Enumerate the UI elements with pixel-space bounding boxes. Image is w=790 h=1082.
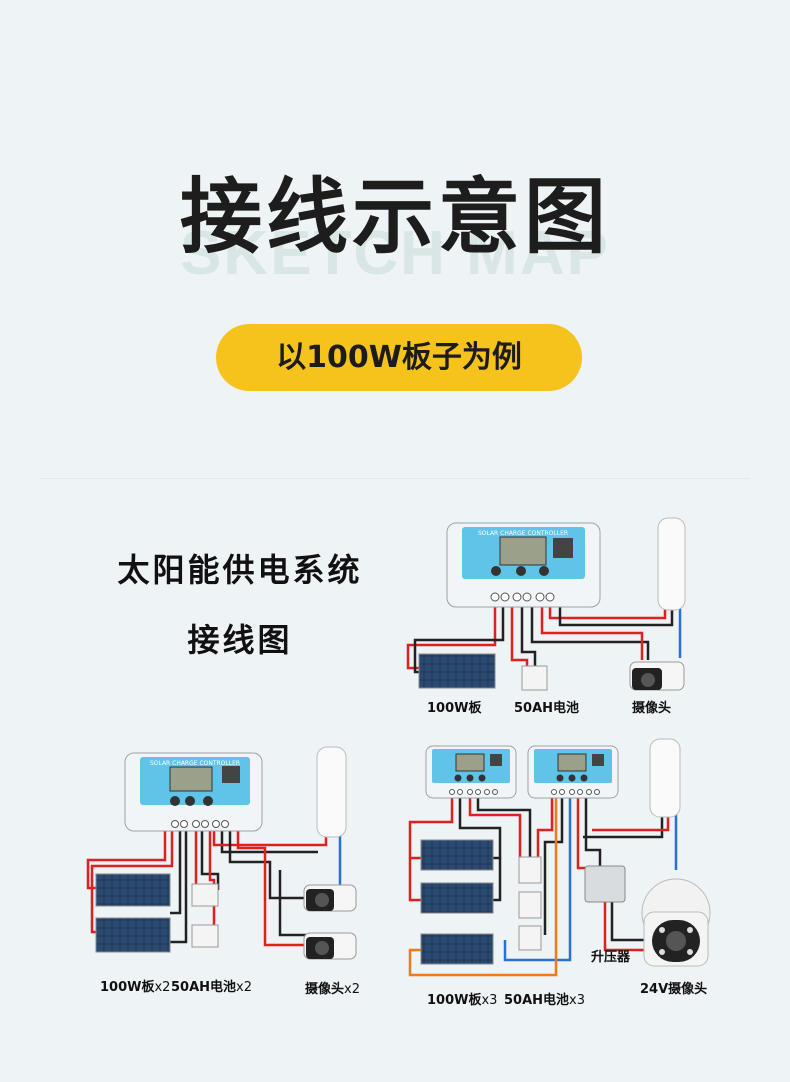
- intro-heading-line2: 接线图: [187, 621, 293, 659]
- camera-2a: [303, 884, 357, 912]
- charge-controller-3a: [425, 745, 517, 799]
- example-pill: 以100W板子为例: [216, 324, 582, 391]
- diagram3-camera-label: 24V摄像头: [640, 982, 708, 997]
- page-title: 接线示意图: [179, 170, 610, 265]
- battery-3a: [518, 856, 542, 884]
- diagram3-battery-label: 50AH电池x3: [504, 993, 586, 1008]
- battery-3c: [518, 925, 542, 951]
- solar-panel-3c: [420, 933, 494, 965]
- diagram2-panel-label: 100W板x2: [100, 980, 171, 995]
- controller-2-top-text: SOLAR CHARGE CONTROLLER: [150, 760, 240, 767]
- battery-2a: [191, 883, 219, 907]
- camera-pole-1: [657, 517, 686, 611]
- battery-3b: [518, 891, 542, 919]
- camera-pole-3: [649, 738, 681, 818]
- solar-panel-3b: [420, 882, 494, 914]
- diagram1-panel-label: 100W板: [427, 701, 482, 716]
- diagram-1: SOLAR CHARGE CONTROLLER: [406, 517, 686, 691]
- intro-heading-line1: 太阳能供电系统: [117, 551, 363, 589]
- diagram1-camera-label: 摄像头: [632, 701, 672, 716]
- camera-2b: [303, 932, 357, 960]
- diagram2-battery-label: 50AH电池x2: [171, 980, 253, 995]
- charge-controller-3b: [527, 745, 619, 799]
- camera-pole-2: [316, 746, 347, 838]
- solar-panel-2b: [95, 917, 171, 953]
- battery-1: [521, 665, 548, 691]
- charge-controller-2: SOLAR CHARGE CONTROLLER: [124, 752, 263, 832]
- diagram-3: [408, 738, 711, 977]
- charge-controller-1: SOLAR CHARGE CONTROLLER: [446, 522, 601, 608]
- diagram1-battery-label: 50AH电池: [514, 701, 580, 716]
- booster: [584, 865, 626, 903]
- diagram3-panel-label: 100W板x3: [427, 993, 498, 1008]
- divider: [40, 478, 750, 479]
- page-subtitle-watermark: SKETCH MAP: [180, 219, 610, 288]
- diagram3-booster-label: 升压器: [591, 950, 631, 965]
- controller-1-top-text: SOLAR CHARGE CONTROLLER: [478, 530, 568, 537]
- camera-1: [629, 661, 685, 691]
- diagram2-camera-label: 摄像头x2: [305, 982, 360, 997]
- dome-camera: [641, 878, 711, 967]
- diagram-2: SOLAR CHARGE CONTROLLER: [86, 746, 357, 960]
- battery-2b: [191, 924, 219, 948]
- solar-panel-1: [418, 653, 496, 689]
- solar-panel-2a: [95, 873, 171, 907]
- solar-panel-3a: [420, 839, 494, 871]
